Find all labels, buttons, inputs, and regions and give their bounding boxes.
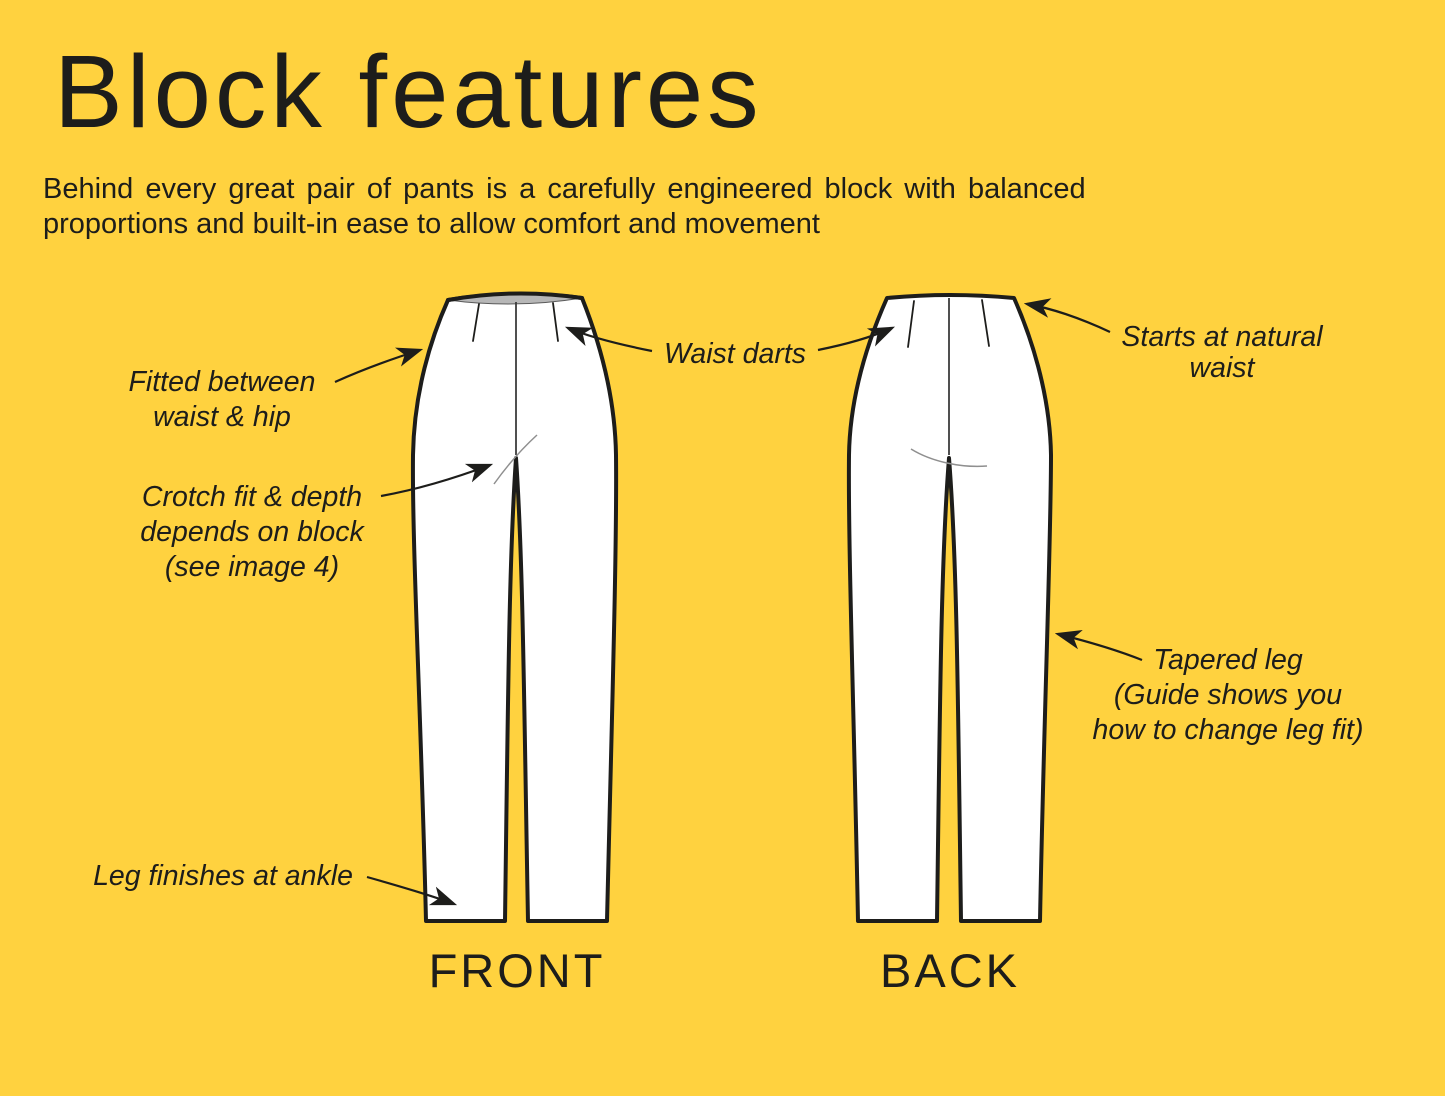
front-waist-dart-right bbox=[552, 302, 559, 342]
natural-waist-arrow bbox=[1023, 298, 1111, 333]
callout-line: depends on block bbox=[140, 516, 364, 548]
callout-leg-finishes-at-ankle: Leg finishes at ankle bbox=[93, 859, 353, 894]
callout-line: Leg finishes at ankle bbox=[93, 860, 353, 892]
callout-starts-at-natural-waist: Starts at natural waist bbox=[1121, 322, 1322, 384]
callout-line: Crotch fit & depth bbox=[141, 481, 363, 513]
page-subtitle: Behind every great pair of pants is a ca… bbox=[43, 172, 1123, 242]
callout-line: Tapered leg bbox=[1153, 644, 1303, 676]
front-view-label: FRONT bbox=[428, 944, 606, 997]
back-waist-dart-left bbox=[907, 300, 915, 348]
callout-line: Starts at natural bbox=[1121, 321, 1323, 353]
tapered-leg-arrow bbox=[1054, 629, 1143, 662]
front-waist-top-edge bbox=[446, 291, 584, 302]
waist-darts-arrow-right bbox=[817, 326, 896, 352]
back-crotch-guide-line bbox=[910, 448, 988, 468]
callout-crotch-fit-depth: Crotch fit & depth depends on block (see… bbox=[140, 480, 363, 585]
front-pants-illustration bbox=[410, 291, 619, 923]
callout-waist-darts: Waist darts bbox=[664, 337, 806, 372]
callout-line: how to change leg fit) bbox=[1092, 714, 1364, 746]
callout-line: waist bbox=[1189, 352, 1255, 384]
callout-line: (see image 4) bbox=[164, 551, 340, 583]
annotation-arrows bbox=[334, 298, 1143, 906]
callout-line: waist & hip bbox=[153, 401, 291, 433]
ankle-arrow bbox=[366, 875, 458, 906]
front-pants-outline bbox=[410, 291, 619, 923]
callout-line: Fitted between bbox=[128, 366, 316, 398]
waist-darts-arrow-left bbox=[564, 326, 653, 353]
page-title: Block features bbox=[54, 34, 763, 149]
page-subtitle-line: Behind every great pair of pants is a ca… bbox=[43, 173, 1086, 205]
front-crotch-guide-line bbox=[493, 434, 538, 485]
callout-fitted-between-waist-hip: Fitted between waist & hip bbox=[129, 365, 316, 435]
front-waist-dart-left bbox=[472, 303, 480, 342]
back-view-label: BACK bbox=[880, 944, 1020, 997]
fitted-arrow bbox=[334, 347, 424, 384]
callout-tapered-leg: Tapered leg (Guide shows you how to chan… bbox=[1093, 643, 1364, 748]
back-pants-outline bbox=[846, 293, 1053, 923]
callout-line: (Guide shows you bbox=[1113, 679, 1343, 711]
back-pants-illustration bbox=[846, 293, 1053, 923]
back-waist-dart-right bbox=[981, 299, 990, 347]
crotch-arrow bbox=[380, 463, 494, 498]
page-subtitle-line: proportions and built-in ease to allow c… bbox=[43, 208, 820, 240]
callout-line: Waist darts bbox=[663, 338, 807, 370]
